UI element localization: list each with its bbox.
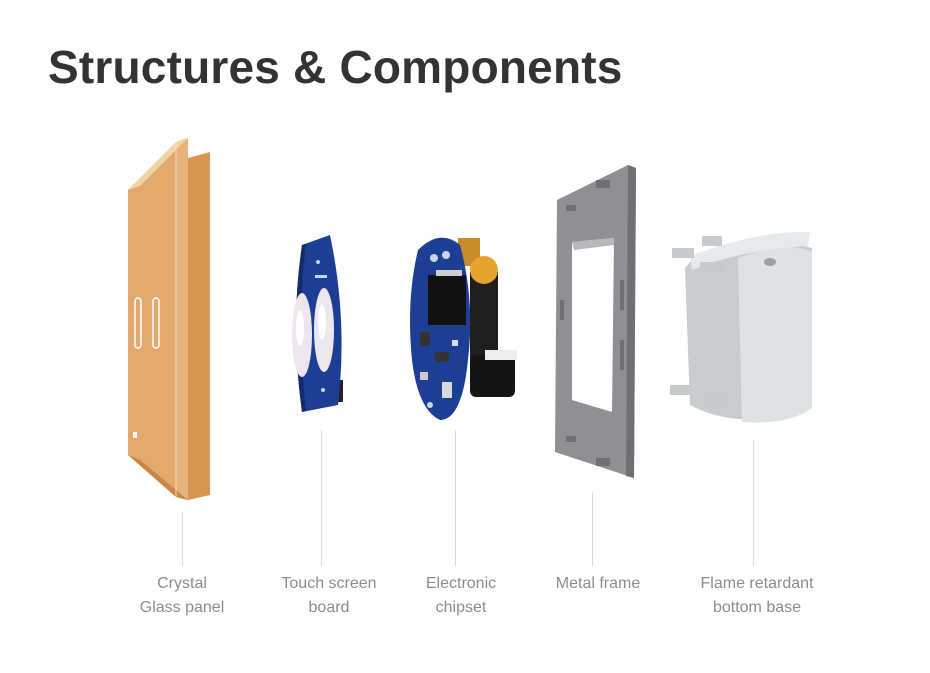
caption-glass-panel: Crystal Glass panel <box>107 572 257 620</box>
caption-chipset: Electronic chipset <box>386 572 536 620</box>
page-title: Structures & Components <box>48 41 623 93</box>
caption-bottom-base: Flame retardant bottom base <box>682 572 832 620</box>
caption-touch-board: Touch screen board <box>254 572 404 620</box>
leader-line-glass-panel <box>182 512 183 566</box>
caption-line: Glass panel <box>139 599 225 616</box>
caption-line: Crystal <box>157 575 207 592</box>
caption-line: Metal frame <box>555 575 641 592</box>
touch-board-image <box>292 235 343 412</box>
metal-frame-image <box>555 165 636 478</box>
caption-metal-frame: Metal frame <box>523 572 673 596</box>
caption-line: Touch screen <box>281 575 377 592</box>
leader-line-bottom-base <box>753 440 754 566</box>
bottom-base-image <box>670 231 812 423</box>
caption-line: bottom base <box>712 599 802 616</box>
caption-line: Flame retardant <box>700 575 814 592</box>
caption-line: board <box>308 599 350 616</box>
leader-line-metal-frame <box>592 492 593 566</box>
glass-panel-image <box>128 138 210 500</box>
caption-line: Electronic <box>425 575 497 592</box>
leader-line-touch-board <box>321 430 322 566</box>
leader-line-chipset <box>455 430 456 566</box>
chipset-image <box>410 237 517 420</box>
caption-line: chipset <box>435 599 487 616</box>
